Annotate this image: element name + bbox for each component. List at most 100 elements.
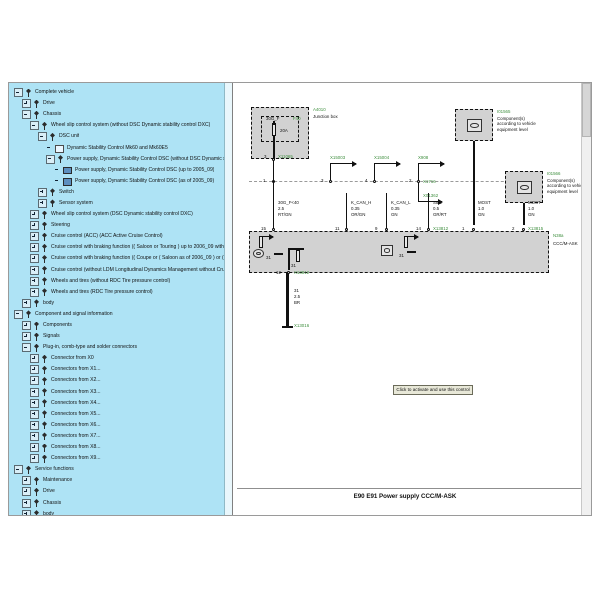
tree-item[interactable]: Power supply, Dynamic Stability Control …: [11, 176, 232, 187]
expand-icon[interactable]: [30, 387, 39, 397]
node-icon: [33, 344, 40, 352]
tree-item[interactable]: Steering: [11, 220, 232, 231]
collapse-icon[interactable]: [22, 343, 31, 353]
tree-item[interactable]: Switch: [11, 187, 232, 198]
tree-item[interactable]: Drive: [11, 486, 232, 497]
diagram-panel[interactable]: 30G_F F40 20A A4010 Junction box 3 X1106…: [233, 83, 591, 515]
tree-item[interactable]: Sensor system: [11, 198, 232, 209]
wire-size-most2: 1.0: [528, 206, 535, 211]
tree-item[interactable]: Connectors from X2...: [11, 375, 232, 386]
junction-out-pin: 3: [264, 154, 267, 159]
collapse-icon[interactable]: [14, 309, 23, 319]
wire-size-kcanh: 0.35: [351, 206, 360, 211]
tree-item[interactable]: Drive: [11, 98, 232, 109]
tree-item[interactable]: DSC unit: [11, 131, 232, 142]
tree-item[interactable]: Wheel slip control system (DSC Dynamic s…: [11, 209, 232, 220]
expand-icon[interactable]: [30, 210, 39, 220]
tree-item[interactable]: Component and signal information: [11, 309, 232, 320]
tree-item[interactable]: Cruise control (ACC) (ACC Active Cruise …: [11, 231, 232, 242]
expand-icon[interactable]: [22, 321, 31, 331]
tree-item[interactable]: Connectors from X6...: [11, 420, 232, 431]
tree-item[interactable]: Components: [11, 320, 232, 331]
tree-item[interactable]: Connector from X0: [11, 353, 232, 364]
collapse-icon[interactable]: [46, 154, 55, 164]
diagram-scrollbar[interactable]: [581, 83, 591, 515]
tree-item[interactable]: Cruise control (without LDM Longitudinal…: [11, 265, 232, 276]
tree-item[interactable]: Complete vehicle: [11, 87, 232, 98]
tree-item[interactable]: Maintenance: [11, 475, 232, 486]
node-icon: [33, 477, 40, 485]
node-icon: [41, 355, 48, 363]
wire-size-kcanl: 0.35: [391, 206, 400, 211]
tree-item[interactable]: body: [11, 298, 232, 309]
tree-item[interactable]: Connectors from X4...: [11, 398, 232, 409]
tree-item[interactable]: Cruise control with braking function (( …: [11, 242, 232, 253]
collapse-icon[interactable]: [22, 110, 31, 120]
tree-item[interactable]: body: [11, 509, 232, 515]
wire-size-s8g: 0.5: [433, 206, 440, 211]
tree-item[interactable]: Wheel slip control system (without DSC D…: [11, 120, 232, 131]
collapse-icon[interactable]: [14, 88, 23, 98]
expand-icon[interactable]: [30, 221, 39, 231]
expand-icon[interactable]: [30, 443, 39, 453]
tree-item[interactable]: Power supply, Dynamic Stability Control …: [11, 154, 232, 165]
activate-control-tooltip[interactable]: Click to activate and use this control: [393, 385, 474, 396]
expand-icon[interactable]: [30, 243, 39, 253]
collapse-icon[interactable]: [38, 132, 47, 142]
expand-icon[interactable]: [30, 420, 39, 430]
tree-item-label: body: [43, 299, 55, 306]
tree-item[interactable]: Connectors from X5...: [11, 409, 232, 420]
tree-item[interactable]: Chassis: [11, 109, 232, 120]
tree-item[interactable]: Cruise control with braking function (( …: [11, 253, 232, 264]
tree-item[interactable]: Signals: [11, 331, 232, 342]
expand-icon[interactable]: [30, 254, 39, 264]
expand-icon[interactable]: [30, 398, 39, 408]
junction-box-name: Junction box: [313, 114, 338, 119]
internal-terminal-31-a: 31: [266, 255, 271, 260]
expand-icon[interactable]: [30, 276, 39, 286]
expand-icon[interactable]: [30, 376, 39, 386]
expand-icon[interactable]: [30, 354, 39, 364]
tree-item-label: Complete vehicle: [35, 89, 75, 96]
collapse-icon[interactable]: [14, 465, 23, 475]
tree-item[interactable]: Power supply, Dynamic Stability Control …: [11, 165, 232, 176]
expand-icon[interactable]: [30, 454, 39, 464]
tree-item[interactable]: Connectors from X9...: [11, 453, 232, 464]
expand-icon[interactable]: [30, 232, 39, 242]
wire-signal-most1: MOST: [478, 200, 491, 205]
expand-icon[interactable]: [30, 287, 39, 297]
expand-icon[interactable]: [22, 509, 31, 515]
internal-resistor-2: [296, 250, 300, 262]
tree-item[interactable]: Service functions: [11, 464, 232, 475]
expand-icon[interactable]: [22, 298, 31, 308]
tree-item[interactable]: Connectors from X8...: [11, 442, 232, 453]
diagram-scrollbar-thumb[interactable]: [582, 83, 591, 137]
tree-item[interactable]: Connectors from X3...: [11, 387, 232, 398]
tree-item[interactable]: Plug-in, comb-type and solder connectors: [11, 342, 232, 353]
equipment-component-i01565[interactable]: [455, 109, 493, 141]
tree-scrollbar[interactable]: [224, 83, 232, 515]
expand-icon[interactable]: [22, 487, 31, 497]
expand-icon[interactable]: [30, 431, 39, 441]
expand-icon[interactable]: [38, 187, 47, 197]
expand-icon[interactable]: [30, 365, 39, 375]
tree-item-label: Dynamic Stability Control Mk60 and Mk60E…: [67, 144, 168, 151]
expand-icon[interactable]: [30, 409, 39, 419]
tree-item[interactable]: Wheels and tires (without RDC Tire press…: [11, 276, 232, 287]
node-icon: [41, 399, 48, 408]
tree-item[interactable]: Dynamic Stability Control Mk60 and Mk60E…: [11, 142, 232, 153]
expand-icon[interactable]: [22, 332, 31, 342]
tree-item[interactable]: Connectors from X1...: [11, 364, 232, 375]
junction-out-connector: X11065: [278, 154, 293, 159]
equipment-component-i01566[interactable]: [505, 171, 543, 203]
tree-item[interactable]: Wheels and tires (RDC Tire pressure cont…: [11, 287, 232, 298]
tree-item[interactable]: Chassis: [11, 497, 232, 508]
expand-icon[interactable]: [30, 265, 39, 275]
tree-item[interactable]: Connectors from X7...: [11, 431, 232, 442]
expand-icon[interactable]: [22, 99, 31, 109]
expand-icon[interactable]: [22, 498, 31, 508]
collapse-icon[interactable]: [30, 121, 39, 131]
expand-icon[interactable]: [38, 198, 47, 208]
expand-icon[interactable]: [22, 476, 31, 486]
